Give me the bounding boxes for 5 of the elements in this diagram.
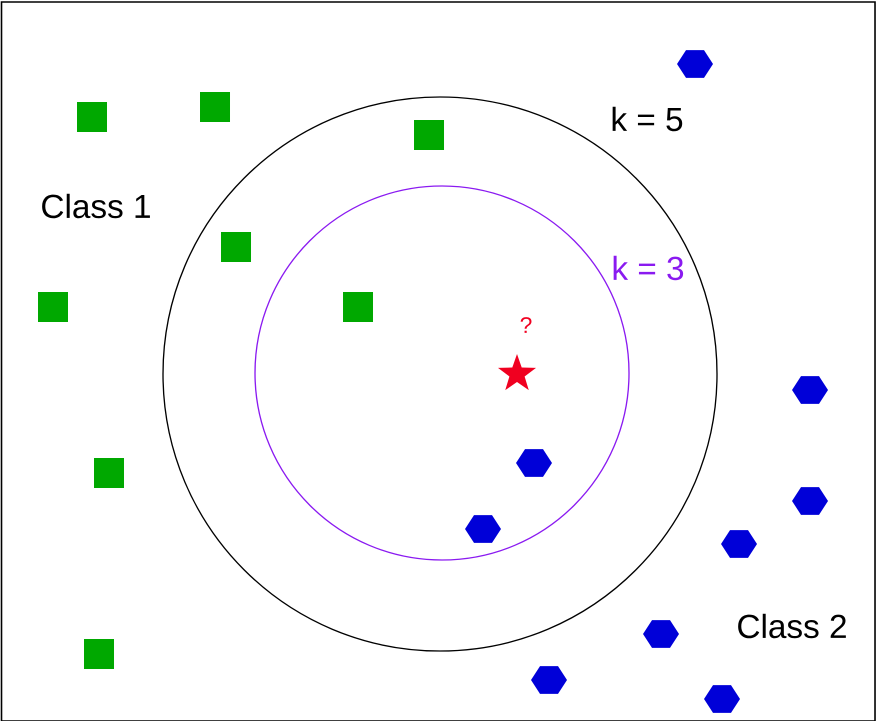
text-label: Class 1 <box>42 194 150 218</box>
text-label: ? <box>520 317 532 333</box>
text-label: Class 2 <box>738 614 846 638</box>
text-label: k = 5 <box>612 106 682 132</box>
text-label: k = 3 <box>614 256 684 280</box>
